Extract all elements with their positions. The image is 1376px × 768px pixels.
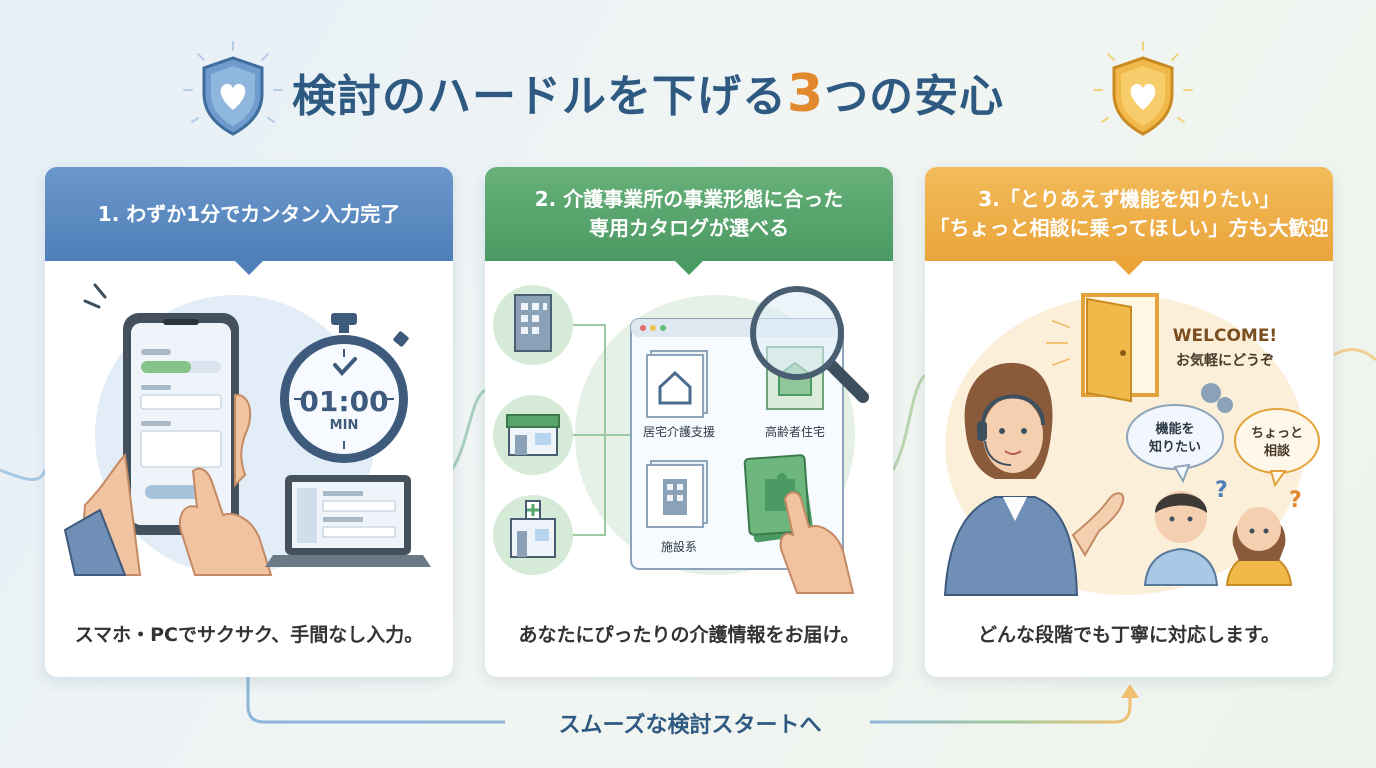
catalog-item-label: 高齢者住宅 [765,424,825,439]
card-heading-line2: 専用カタログが選べる [589,216,789,240]
svg-text:?: ? [1215,478,1228,503]
office-building-icon [493,285,573,365]
stopwatch-icon: 01:00 MIN [280,313,409,463]
shield-heart-icon-left [183,41,283,136]
feature-card-quick-input: 1. わずか1分でカンタン入力完了 [45,167,453,677]
open-door-icon [1046,293,1159,403]
facility-catalog-icon [646,460,708,528]
svg-text:機能を: 機能を [1155,421,1194,437]
svg-text:ちょっと: ちょっと [1251,426,1303,441]
laptop-icon [265,475,431,567]
card-heading-line1: 2. 介護事業所の事業形態に合った [534,187,844,211]
clinic-icon [493,495,573,575]
speech-bubble-consult: ちょっと 相談 [1234,408,1320,488]
timer-unit: MIN [330,418,359,433]
timer-text: 01:00 [299,385,388,418]
card-caption: どんな段階でも丁寧に対応します。 [977,624,1281,646]
shield-heart-icon-right [1093,41,1193,136]
card-heading: 2. 介護事業所の事業形態に合った 専用カタログが選べる [485,167,893,275]
welcome-text: WELCOME! [1173,326,1277,346]
magnifier-icon [750,286,869,403]
gears-icon [1201,383,1233,413]
feature-card-catalog: 2. 介護事業所の事業形態に合った 専用カタログが選べる [485,167,893,677]
card-heading-line1: 3.「とりあえず機能を知りたい」 [978,187,1280,211]
shop-icon [493,395,573,475]
card-caption: スマホ・PCでサクサク、手間なし入力。 [74,624,424,646]
visitor-woman-avatar: ? [1225,488,1302,586]
page-title: 検討のハードルを下げる3つの安心 [292,64,1005,124]
card-heading-line2: 「ちょっと相談に乗ってほしい」方も大歓迎 [929,216,1329,240]
card-heading: 3.「とりあえず機能を知りたい」 「ちょっと相談に乗ってほしい」方も大歓迎 [925,167,1333,275]
visitor-man-avatar: ? [1143,478,1228,586]
welcome-subtext: お気軽にどうぞ [1176,352,1274,369]
operator-avatar [943,362,1125,596]
header: 検討のハードルを下げる3つの安心 [0,40,1376,140]
catalog-item-label: 施設系 [661,539,697,554]
speech-bubble-know-features: 機能を 知りたい [1126,404,1224,484]
catalog-illustration: 居宅介護支援 高齢者住宅 施設系 [493,285,869,594]
motion-lines [83,283,107,309]
feature-card-consultation: 3.「とりあえず機能を知りたい」 「ちょっと相談に乗ってほしい」方も大歓迎 WE… [925,167,1333,677]
card-caption: あなたにぴったりの介護情報をお届け。 [518,624,860,646]
home-care-catalog-icon [646,350,708,418]
catalog-item-label: 居宅介護支援 [643,424,715,439]
quick-input-illustration: 01:00 MIN [63,283,431,576]
card-heading-line1: 1. わずか1分でカンタン入力完了 [97,201,401,226]
title-number: 3 [787,64,825,124]
consultation-illustration: WELCOME! お気軽にどうぞ 機能を 知りたい [943,293,1320,596]
smartphone-icon [123,313,239,535]
svg-text:相談: 相談 [1264,443,1291,459]
svg-text:?: ? [1289,488,1302,513]
flow-label: スムーズな検討スタートへ [558,713,822,738]
svg-text:知りたい: 知りたい [1149,439,1201,455]
card-heading: 1. わずか1分でカンタン入力完了 [45,167,453,275]
